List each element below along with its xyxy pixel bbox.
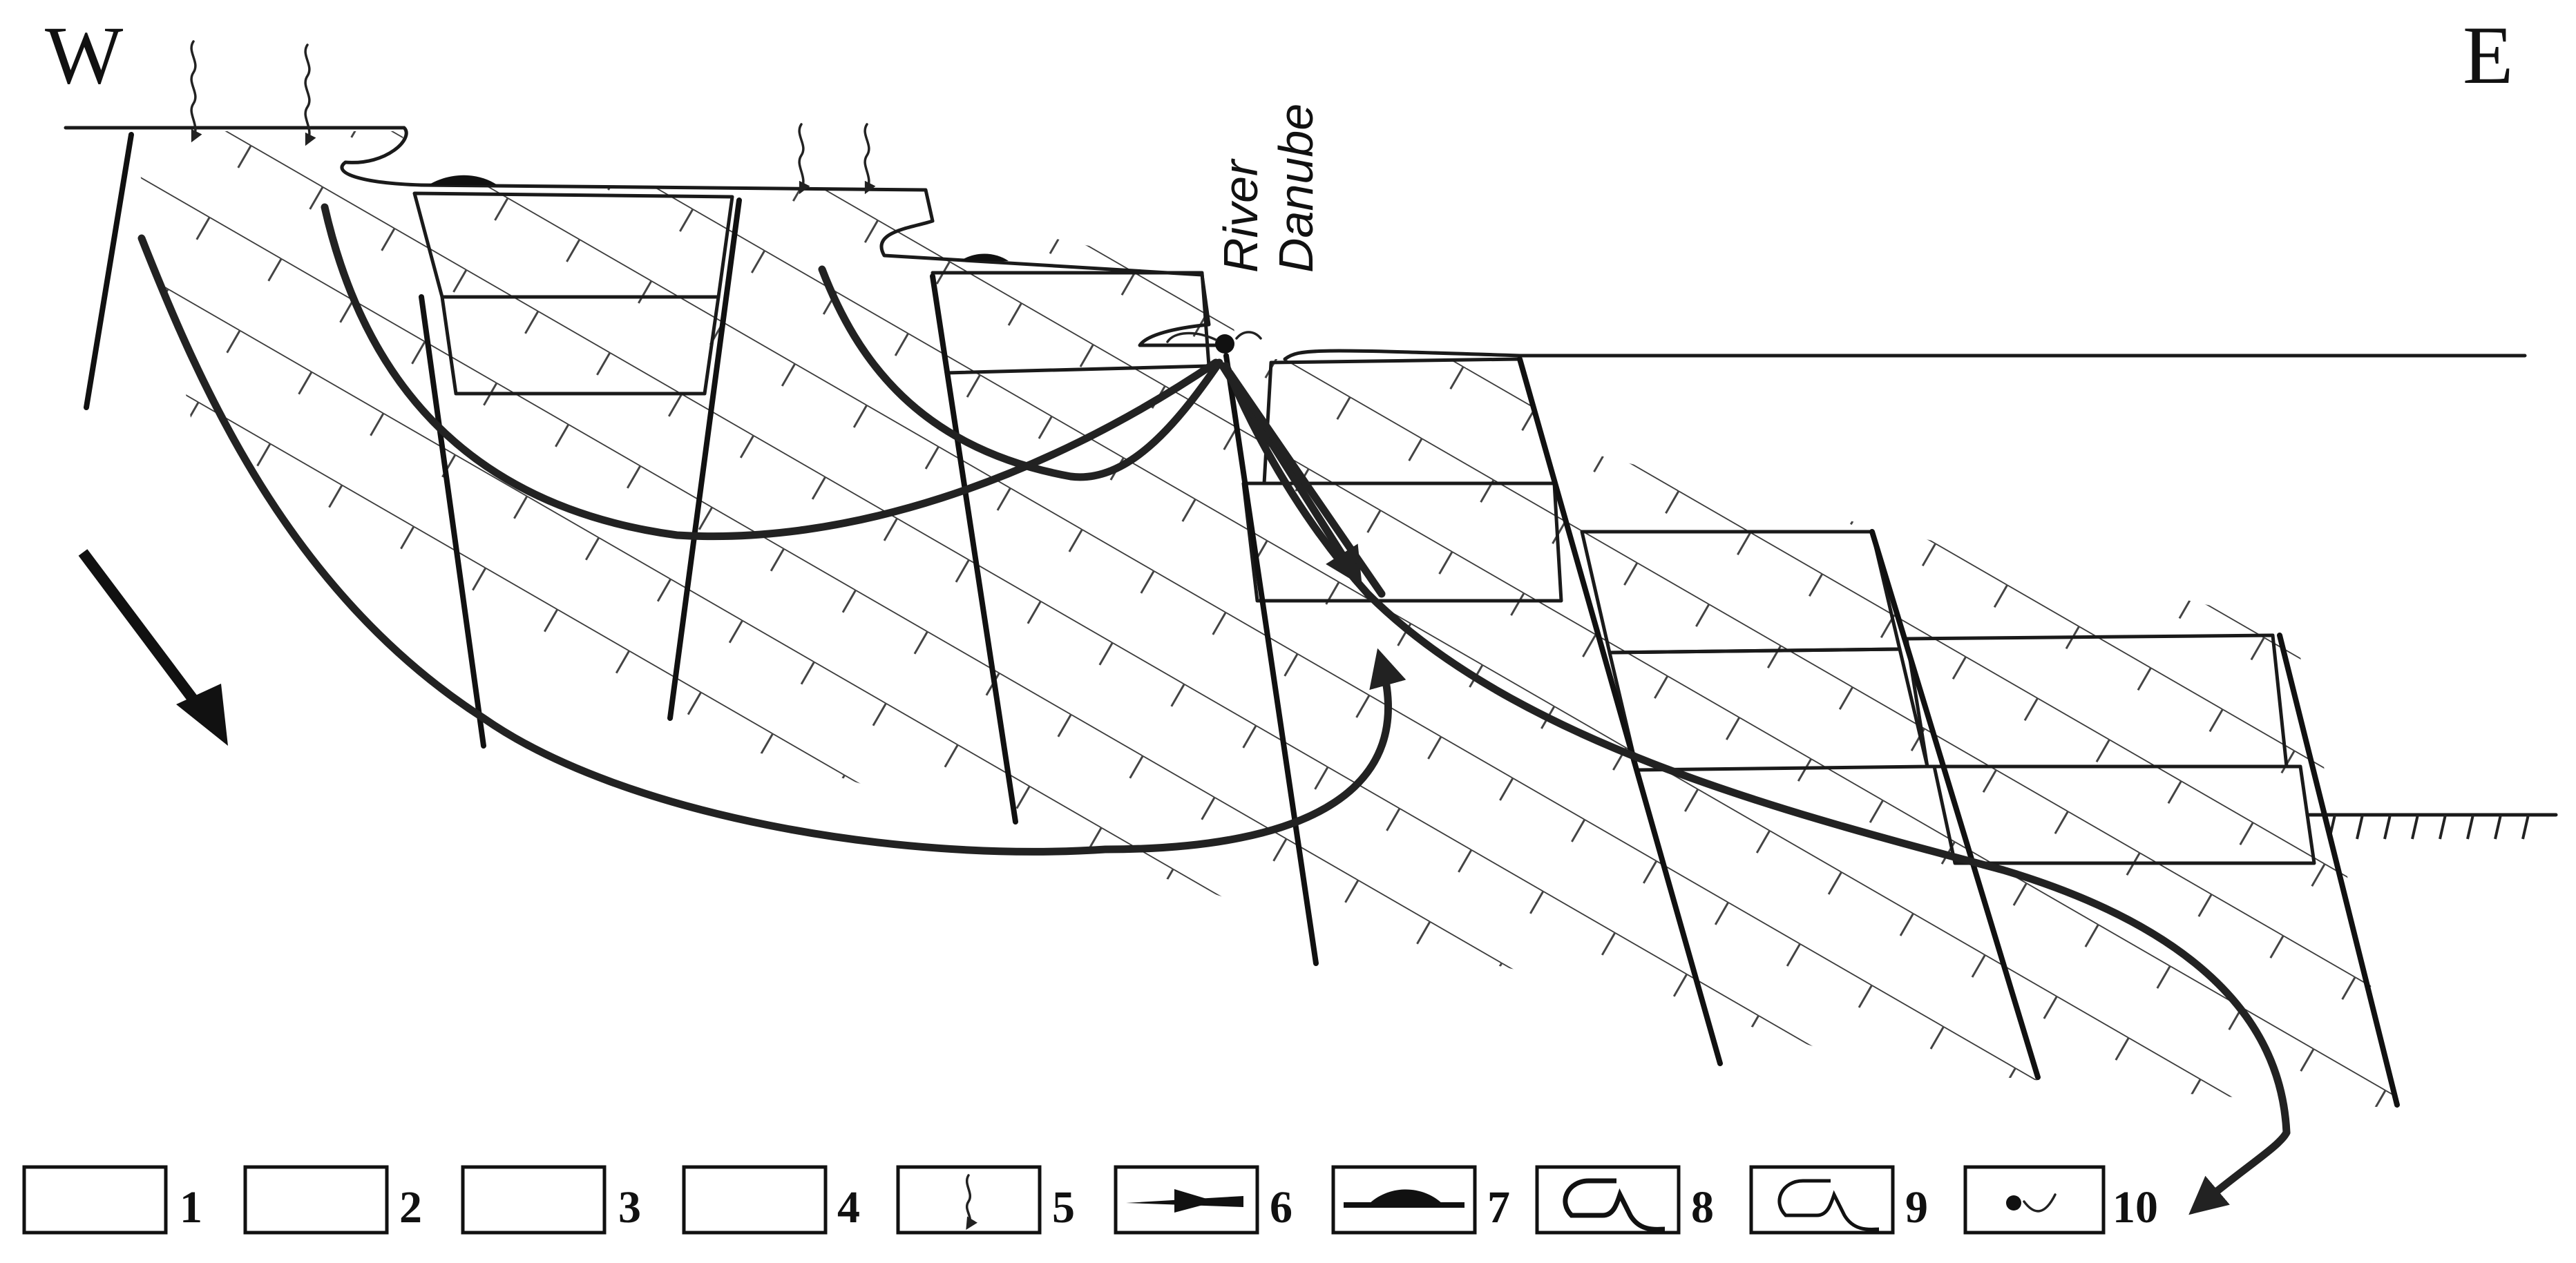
plain-ticks	[2328, 814, 2530, 840]
deposit-mounds	[428, 175, 1009, 261]
west-label: W	[45, 9, 124, 101]
legend-item-4: 4	[682, 1165, 860, 1235]
svg-text:4: 4	[837, 1182, 860, 1233]
legend-item-3: 3	[461, 1165, 641, 1235]
sinking-water-symbols	[190, 40, 876, 195]
legend-item-8: 8	[1535, 1165, 1714, 1235]
svg-text:6: 6	[1270, 1182, 1292, 1233]
svg-text:River: River	[1214, 158, 1268, 273]
legend-item-6: 6	[1114, 1165, 1292, 1235]
ground-surface	[64, 126, 2558, 817]
svg-text:8: 8	[1691, 1182, 1714, 1233]
legend-item-1: 1	[22, 1165, 202, 1235]
legend-item-5: 5	[896, 1165, 1075, 1235]
legend-item-10: 10	[1963, 1165, 2158, 1235]
slide-direction-arrow	[78, 549, 228, 746]
svg-text:1: 1	[180, 1182, 202, 1233]
faults	[84, 132, 2400, 1108]
legend: 1 2 3 4 5 6	[22, 1165, 2158, 1235]
legend-item-2: 2	[243, 1165, 422, 1235]
svg-text:5: 5	[1052, 1182, 1075, 1233]
svg-text:Danube: Danube	[1269, 104, 1323, 273]
river-spring	[1166, 331, 1262, 354]
flow-paths	[137, 203, 2291, 1215]
legend-item-9: 9	[1749, 1165, 1928, 1235]
svg-text:2: 2	[399, 1182, 422, 1233]
river-danube-label: River Danube	[1214, 104, 1323, 273]
legend-item-7: 7	[1331, 1165, 1510, 1235]
east-label: E	[2463, 9, 2513, 101]
svg-text:9: 9	[1905, 1182, 1928, 1233]
svg-text:3: 3	[618, 1182, 641, 1233]
svg-text:7: 7	[1487, 1182, 1510, 1233]
svg-text:10: 10	[2112, 1182, 2158, 1233]
